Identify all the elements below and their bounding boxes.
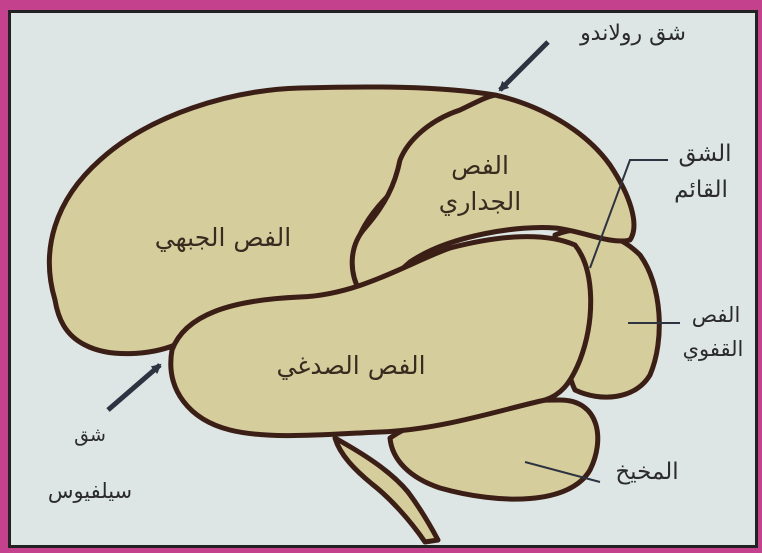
frontal-lobe-label: الفص الجبهي (128, 222, 318, 253)
sylvius-fissure-label-line1: شق (40, 424, 140, 448)
sylvius-fissure-label-line2: سيلفيوس (20, 478, 160, 504)
occipital-lobe-label-line2: القفوي (670, 336, 756, 362)
vertical-fissure-label-line2: القائم (652, 176, 750, 205)
vertical-fissure-label-line1: الشق (660, 140, 750, 169)
rolando-fissure-label: شق رولاندو (548, 20, 718, 48)
occipital-lobe-label-line1: الفص (676, 302, 756, 328)
sylvius-arrow (108, 365, 160, 410)
cerebellum-label: المخيخ (592, 458, 702, 487)
parietal-lobe-label-line1: الفص (420, 150, 540, 181)
parietal-lobe-label-line2: الجداري (420, 186, 540, 217)
rolando-arrow (500, 42, 548, 90)
temporal-lobe-label: الفص الصدغي (236, 350, 466, 381)
